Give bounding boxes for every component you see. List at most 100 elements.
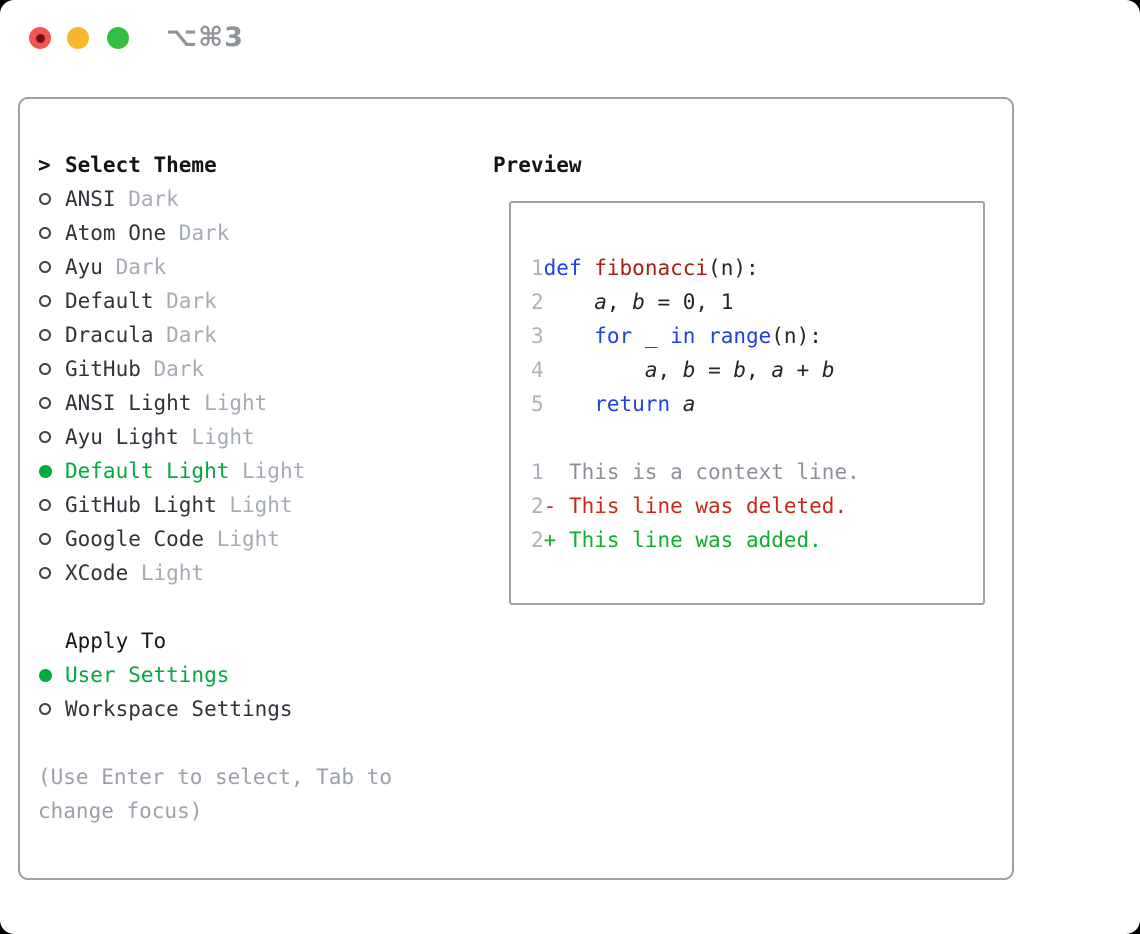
- radio-unselected-icon: [39, 295, 51, 307]
- code-segment: _: [632, 324, 671, 348]
- code-segment: b: [733, 358, 747, 382]
- theme-name: Default Light: [65, 459, 230, 483]
- theme-option[interactable]: Ayu Light Light: [38, 420, 478, 454]
- code-segment: [544, 392, 595, 416]
- radio-unselected-icon: [39, 567, 51, 579]
- line-number: 2: [531, 528, 544, 552]
- code-segment: for: [594, 324, 633, 348]
- code-segment: (n):: [771, 324, 822, 348]
- diff-text: This is a context line.: [543, 460, 860, 484]
- theme-variant: Dark: [115, 187, 179, 211]
- apply-option[interactable]: User Settings: [38, 658, 478, 692]
- code-line: 5 return a: [531, 387, 983, 421]
- code-segment: =: [695, 358, 734, 382]
- theme-option[interactable]: XCode Light: [38, 556, 478, 590]
- theme-name: GitHub Light: [65, 493, 217, 517]
- theme-name: Default: [65, 289, 154, 313]
- radio-unselected-icon: [39, 227, 51, 239]
- theme-name: Google Code: [65, 527, 205, 551]
- theme-name: GitHub: [65, 357, 141, 381]
- theme-option[interactable]: Atom One Dark: [38, 216, 478, 250]
- spacer: [38, 726, 478, 760]
- theme-variant: Light: [191, 391, 268, 415]
- preview-title: Preview: [493, 153, 582, 177]
- theme-option[interactable]: Default Dark: [38, 284, 478, 318]
- code-segment: [670, 392, 683, 416]
- radio-marker: [38, 261, 65, 273]
- theme-option[interactable]: ANSI Dark: [38, 182, 478, 216]
- radio-unselected-icon: [39, 193, 51, 205]
- theme-variant: Light: [178, 425, 255, 449]
- code-segment: range: [708, 324, 772, 348]
- theme-variant: Dark: [153, 289, 217, 313]
- theme-variant: Dark: [102, 255, 167, 279]
- code-line: 3 for _ in range(n):: [531, 319, 983, 353]
- theme-option[interactable]: ANSI Light Light: [38, 386, 478, 420]
- line-number: 1: [531, 256, 544, 280]
- code-segment: b: [682, 358, 696, 382]
- diff-text: + This line was added.: [543, 528, 822, 552]
- code-segment: ,: [746, 358, 772, 382]
- theme-name: Ayu: [65, 255, 103, 279]
- radio-unselected-icon: [39, 431, 51, 443]
- code-segment: ,: [606, 290, 633, 314]
- theme-option[interactable]: Google Code Light: [38, 522, 478, 556]
- radio-marker: [38, 227, 65, 239]
- apply-option-label: User Settings: [65, 663, 230, 687]
- radio-marker: [38, 464, 65, 478]
- radio-selected-icon: [39, 464, 52, 478]
- diff-line: 2 + This line was added.: [531, 523, 983, 557]
- radio-marker: [38, 295, 65, 307]
- radio-unselected-icon: [39, 363, 51, 375]
- line-number: 2: [531, 290, 544, 314]
- code-segment: in: [670, 324, 696, 348]
- line-number: 2: [531, 494, 544, 518]
- code-segment: return: [594, 392, 671, 416]
- code-segment: [544, 324, 595, 348]
- theme-variant: Dark: [166, 221, 230, 245]
- code-segment: ,: [657, 358, 683, 382]
- spacer: [38, 590, 478, 624]
- code-line: 4 a, b = b, a + b: [531, 353, 983, 387]
- code-segment: (n):: [708, 256, 759, 280]
- code-segment: def: [543, 256, 582, 280]
- window-title: ⌥⌘3: [166, 22, 244, 53]
- theme-name: Ayu Light: [65, 425, 179, 449]
- theme-option[interactable]: Dracula Dark: [38, 318, 478, 352]
- theme-name: ANSI Light: [65, 391, 192, 415]
- code-segment: [544, 290, 595, 314]
- theme-option[interactable]: Default Light Light: [38, 454, 478, 488]
- radio-selected-icon: [39, 668, 52, 682]
- diff-text: - This line was deleted.: [543, 494, 848, 518]
- code-segment: b: [821, 358, 835, 382]
- theme-option[interactable]: GitHub Light Light: [38, 488, 478, 522]
- code-line: 1 def fibonacci(n):: [531, 251, 983, 285]
- code-segment: a: [644, 358, 658, 382]
- radio-marker: [38, 431, 65, 443]
- theme-variant: Light: [216, 493, 293, 517]
- radio-unselected-icon: [39, 499, 51, 511]
- theme-option[interactable]: GitHub Dark: [38, 352, 478, 386]
- radio-marker: [38, 703, 65, 715]
- theme-name: Dracula: [65, 323, 154, 347]
- theme-option[interactable]: Ayu Dark: [38, 250, 478, 284]
- theme-variant: Light: [229, 459, 306, 483]
- theme-name: Atom One: [65, 221, 167, 245]
- diff-line: 1 This is a context line.: [531, 455, 983, 489]
- code-line: 2 a, b = 0, 1: [531, 285, 983, 319]
- minimize-button[interactable]: [67, 27, 89, 49]
- focus-caret-icon: >: [38, 153, 51, 177]
- radio-marker: [38, 668, 65, 682]
- theme-name: XCode: [65, 561, 129, 585]
- code-segment: b: [632, 290, 645, 314]
- line-number: 3: [531, 324, 544, 348]
- code-segment: a: [771, 358, 784, 382]
- radio-unselected-icon: [39, 261, 51, 273]
- zoom-button[interactable]: [107, 27, 129, 49]
- close-button[interactable]: [29, 27, 51, 49]
- apply-option[interactable]: Workspace Settings: [38, 692, 478, 726]
- radio-unselected-icon: [39, 703, 51, 715]
- code-segment: = 0, 1: [644, 290, 734, 314]
